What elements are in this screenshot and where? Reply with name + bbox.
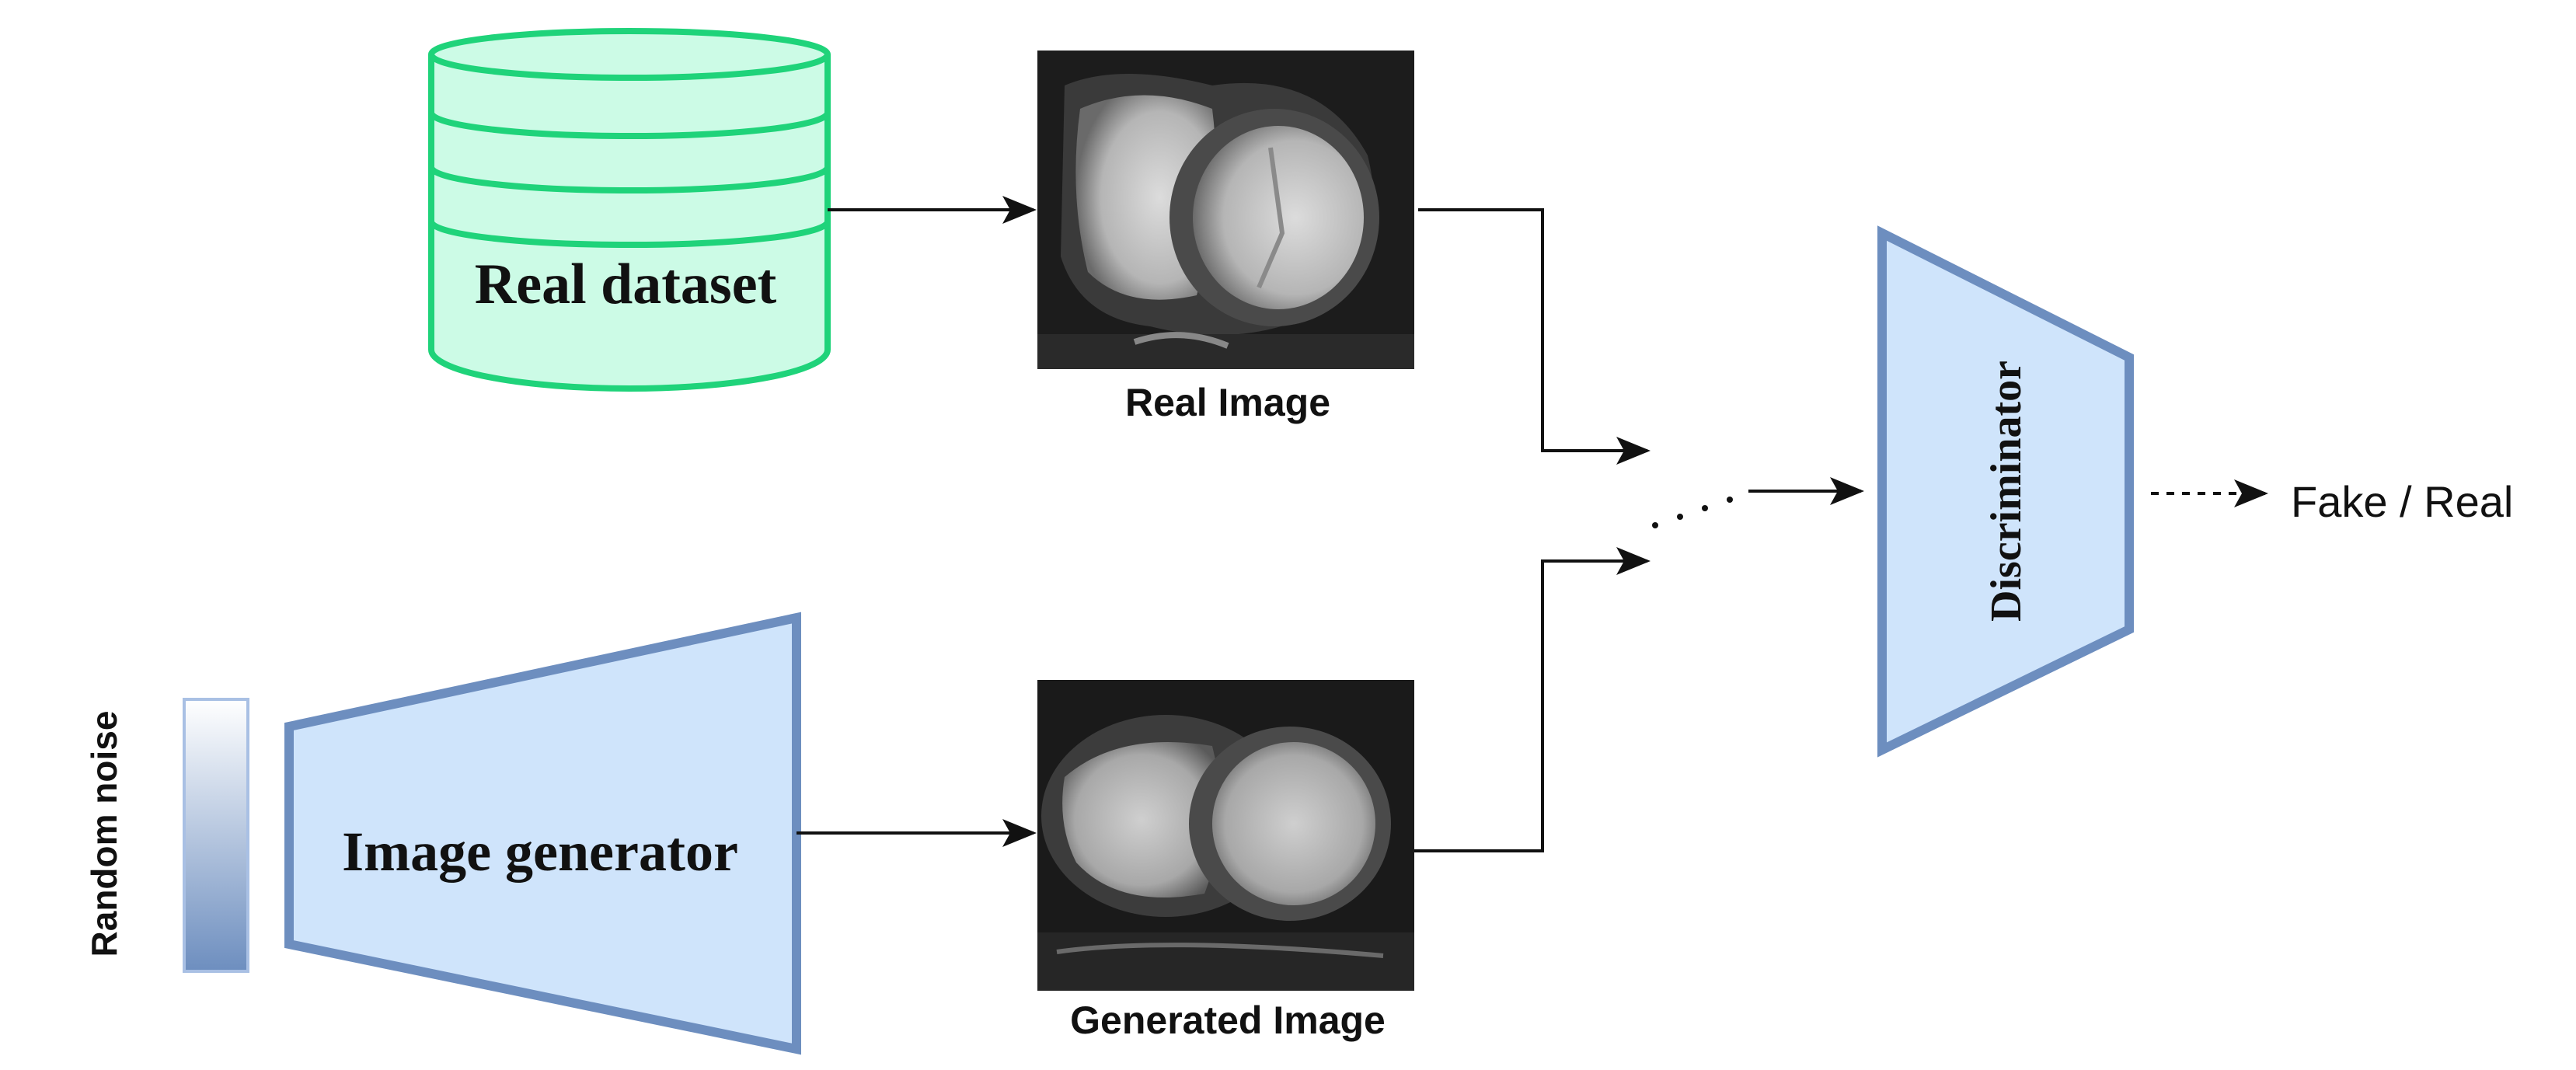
real-image-thumbnail [1037, 51, 1414, 369]
discriminator-block: Discriminator [1877, 225, 2134, 758]
generated-image-thumbnail [1037, 680, 1414, 991]
real-dataset-database: Real dataset [428, 28, 831, 392]
image-generator-label: Image generator [342, 821, 738, 883]
random-noise-label: Random noise [84, 711, 124, 957]
output-label: Fake / Real [2291, 477, 2513, 526]
real-dataset-label: Real dataset [475, 253, 777, 316]
real-image-caption: Real Image [1125, 381, 1330, 424]
discriminator-label: Discriminator [1982, 361, 2030, 622]
arrow-generated-image-to-merge [1414, 547, 1651, 852]
connectors [797, 196, 2268, 852]
image-generator-block: Image generator [284, 612, 801, 1055]
arrow-real-image-to-merge [1418, 208, 1651, 465]
generated-image-caption: Generated Image [1070, 999, 1386, 1042]
merge-dots [1652, 497, 1733, 528]
random-noise-bar [183, 698, 249, 973]
